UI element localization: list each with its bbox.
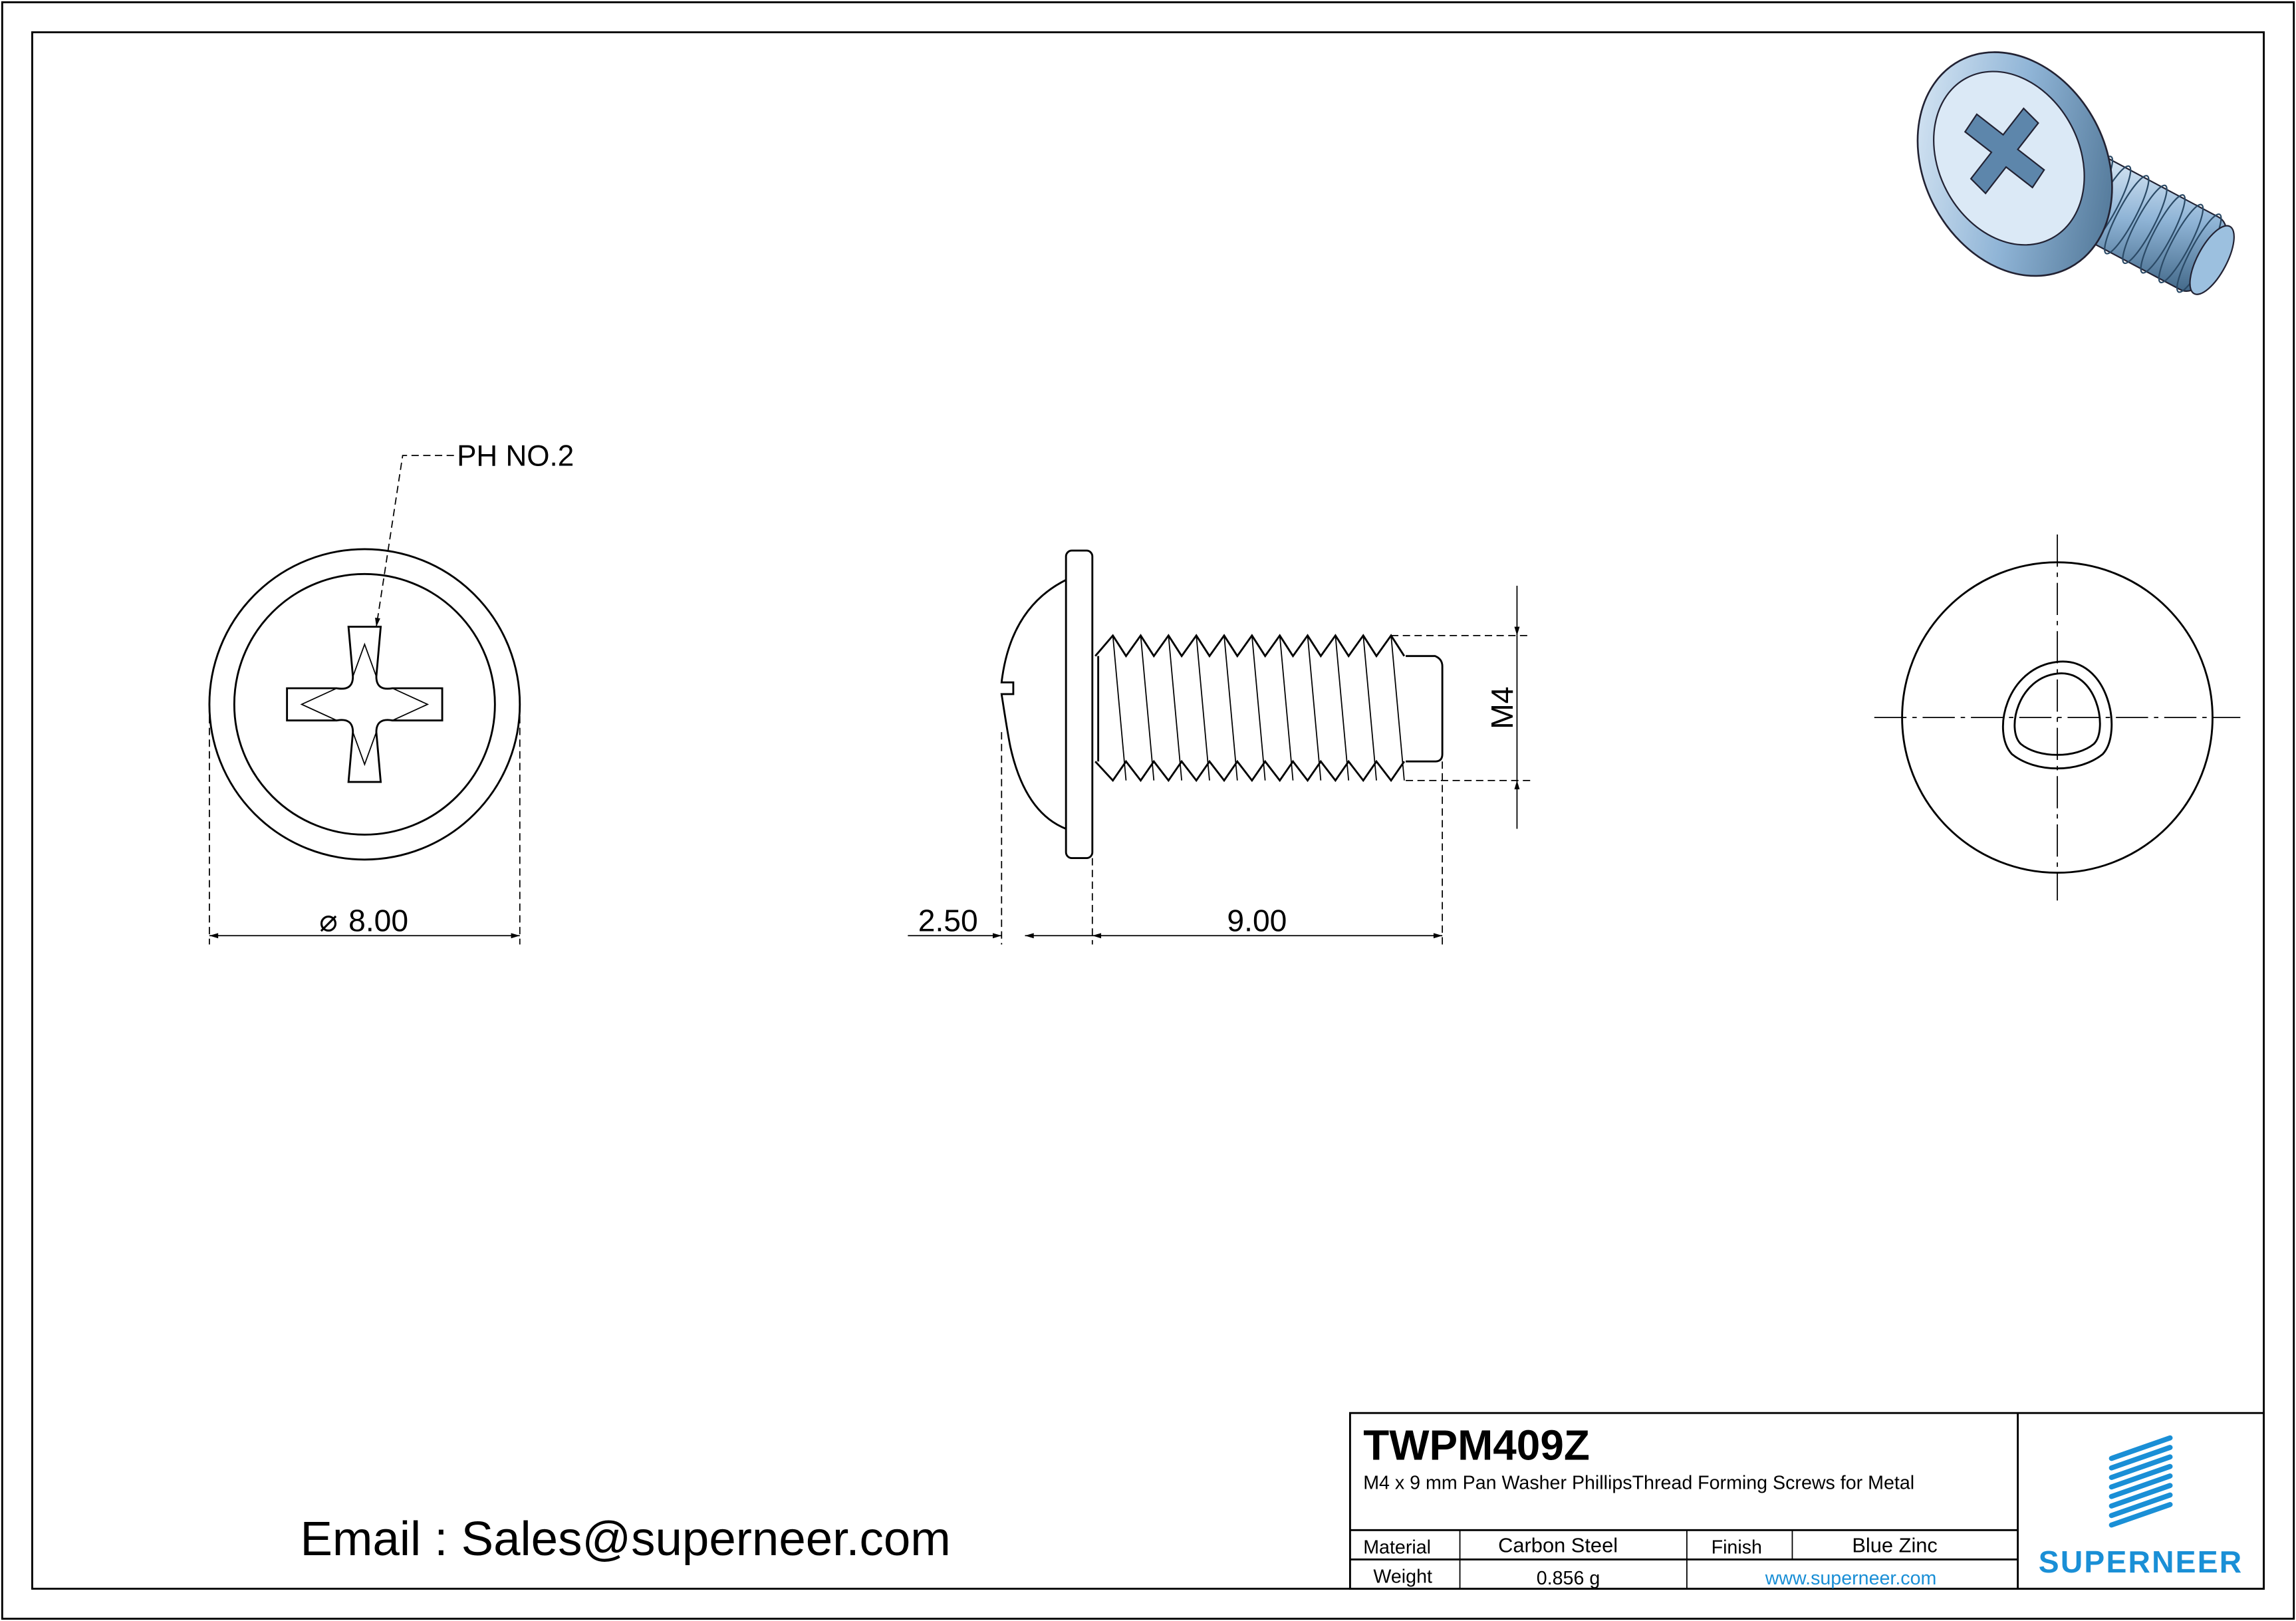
- diameter-symbol: ⌀: [319, 904, 338, 938]
- logo-text: SUPERNEER: [2039, 1545, 2243, 1579]
- thread-crest-line: [1362, 635, 1377, 781]
- length-dimension: 9.00: [1227, 904, 1287, 938]
- logo-stripe: [2108, 1473, 2173, 1499]
- phillips-recess: [286, 626, 444, 783]
- part-number: TWPM409Z: [1363, 1422, 1590, 1469]
- head-height-dimension: 2.50: [918, 904, 978, 938]
- logo-stripe: [2108, 1445, 2173, 1471]
- thread-ring: [2140, 194, 2186, 274]
- front-view: PH NO.2 ⌀ 8.00: [208, 439, 574, 945]
- side-view: 2.50 9.00 M4: [908, 549, 1531, 945]
- end-view: [1874, 534, 2241, 901]
- screw-3d-render: [1916, 51, 2235, 295]
- thread-size-dimension: M4: [1485, 687, 1519, 729]
- website-link[interactable]: www.superneer.com: [1765, 1568, 1937, 1589]
- material-value: Carbon Steel: [1498, 1533, 1618, 1557]
- thread-crest-line: [1390, 635, 1405, 781]
- logo-stripe: [2108, 1435, 2173, 1461]
- thread-crest-line: [1251, 635, 1266, 781]
- part-description: M4 x 9 mm Pan Washer PhillipsThread Form…: [1363, 1473, 1914, 1494]
- logo-stripe: [2108, 1483, 2173, 1509]
- thread-crest-line: [1112, 635, 1127, 781]
- weight-value: 0.856 g: [1537, 1568, 1600, 1589]
- thread-crest-line: [1140, 635, 1155, 781]
- washer-flange: [1065, 549, 1094, 860]
- thread-crest-line: [1335, 635, 1350, 781]
- logo-stripe: [2108, 1501, 2173, 1528]
- inner-frame: [31, 31, 2265, 1590]
- superneer-logo-icon: [2108, 1435, 2173, 1528]
- title-block: TWPM409Z M4 x 9 mm Pan Washer PhillipsTh…: [1348, 1412, 2265, 1590]
- thread-ring: [2104, 175, 2150, 255]
- logo-stripe: [2108, 1492, 2173, 1519]
- weight-label: Weight: [1373, 1566, 1432, 1588]
- thread-crest-line: [1307, 635, 1322, 781]
- contact-email: Email : Sales@superneer.com: [300, 1512, 950, 1566]
- finish-label: Finish: [1712, 1537, 1762, 1559]
- finish-value: Blue Zinc: [1852, 1533, 1938, 1557]
- material-label: Material: [1363, 1537, 1431, 1559]
- logo-stripe: [2108, 1463, 2173, 1490]
- thread-ring: [2158, 203, 2204, 284]
- logo-stripe: [2108, 1454, 2173, 1480]
- diameter-dimension: 8.00: [348, 904, 408, 938]
- thread-crest-line: [1279, 635, 1294, 781]
- thread-crest-line: [1223, 635, 1238, 781]
- thread-ring: [2122, 184, 2168, 265]
- phillips-size-callout: PH NO.2: [457, 439, 574, 472]
- thread-crest-line: [1168, 635, 1183, 781]
- thread-crest-line: [1196, 635, 1210, 781]
